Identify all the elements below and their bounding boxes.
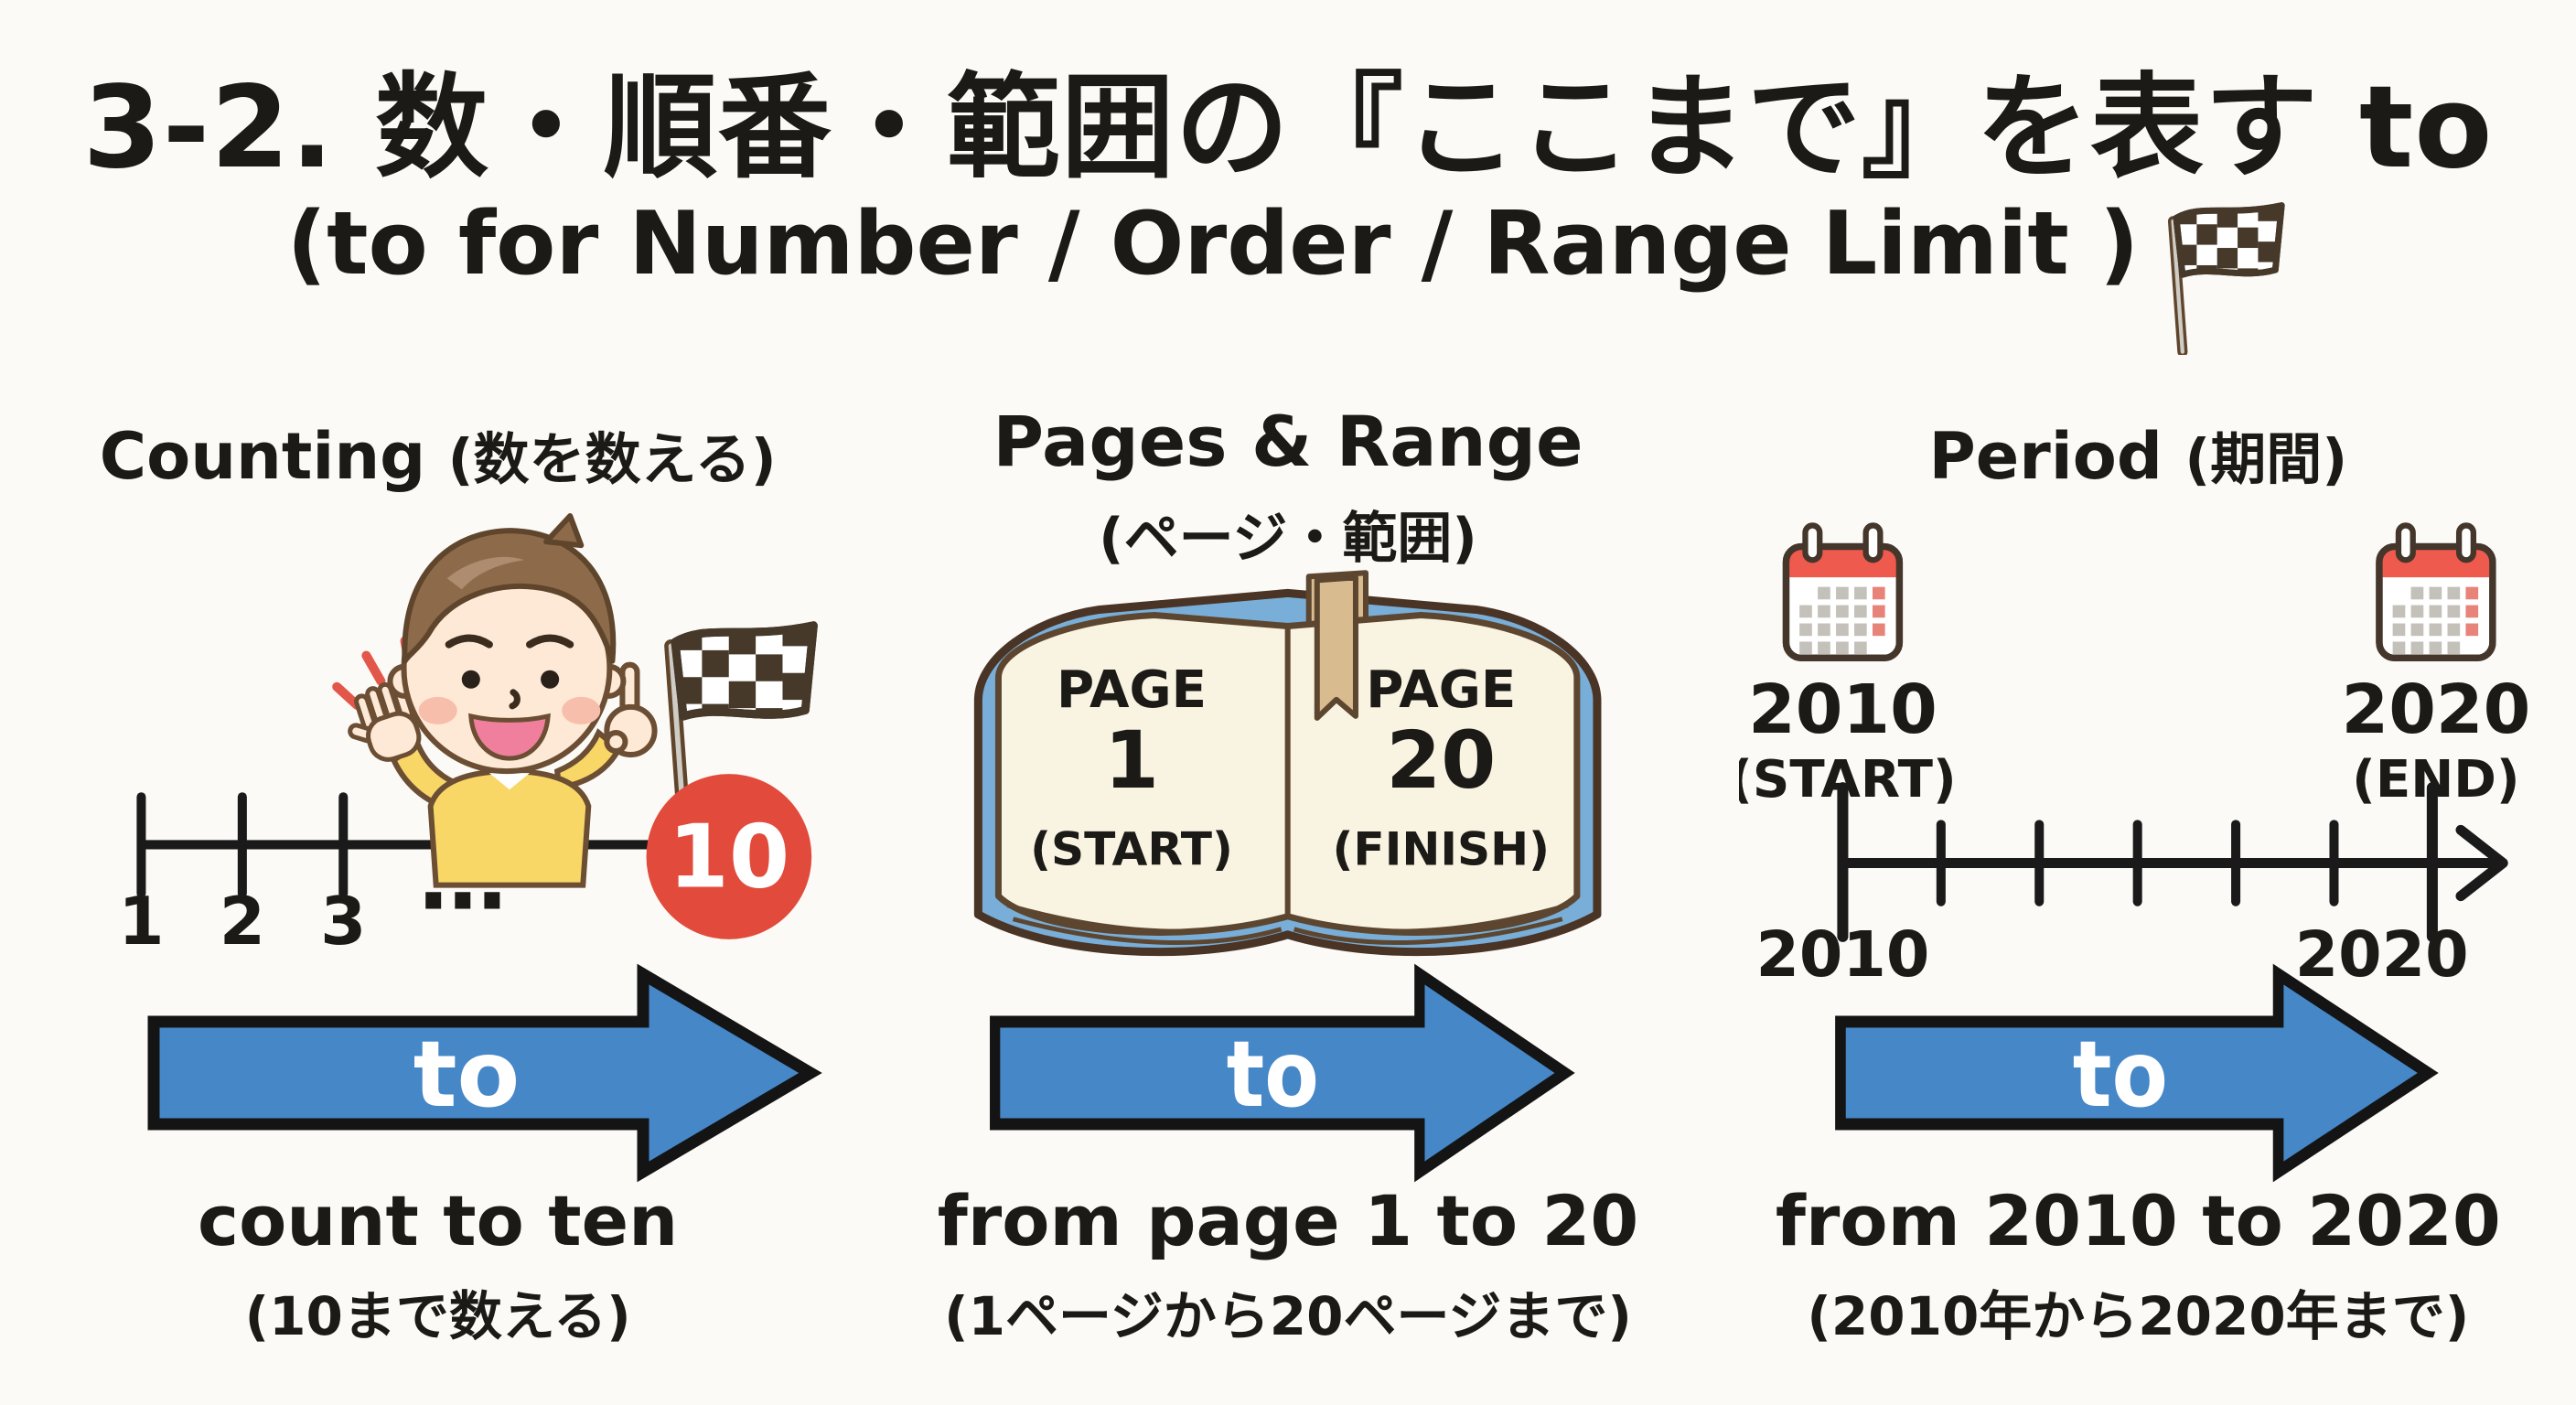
left-page-note: (START) (1030, 822, 1233, 876)
open-hand (348, 681, 422, 762)
counting-header: Counting (数を数える) (38, 413, 837, 495)
pages-header-ja: (ページ・範囲) (1099, 507, 1477, 571)
left-page-number: 1 (1104, 715, 1159, 807)
checkered-flag-icon (2153, 198, 2289, 355)
start-year: 2010 (1748, 670, 1937, 749)
timeline-end-label: 2020 (2294, 919, 2468, 981)
timeline: 2010 2020 (1755, 782, 2508, 981)
to-arrow-label: to (2072, 1022, 2167, 1128)
end-calendar-icon (2379, 525, 2493, 658)
counting-phrase-ja: (10まで数える) (244, 1285, 631, 1347)
example-columns: Counting (数を数える) 1 2 3 … (38, 401, 2538, 1376)
pages-phrase-en: from page 1 to 20 (937, 1180, 1639, 1261)
column-counting: Counting (数を数える) 1 2 3 … (38, 401, 837, 1376)
mouth (468, 713, 551, 761)
boy-waving-illustration (332, 513, 658, 888)
right-page-label: PAGE (1367, 660, 1517, 720)
counting-phrase-en: count to ten (198, 1180, 679, 1261)
to-arrow-label: to (413, 1021, 521, 1128)
number-line: 1 2 3 … (118, 792, 686, 960)
page-subtitle-row: (to for Number / Order / Range Limit ) (0, 194, 2576, 355)
counting-to-arrow: to (145, 963, 821, 1183)
open-book-illustration: PAGE 1 (START) PAGE 20 (FINISH) (888, 512, 1687, 981)
column-pages-range: Pages & Range (ページ・範囲) PAGE 1 (START) P (888, 401, 1687, 1376)
page-subtitle: (to for Number / Order / Range Limit ) (286, 194, 2140, 295)
start-calendar-icon (1786, 525, 1899, 658)
counting-header-en: Counting (99, 419, 426, 494)
pages-to-arrow: to (987, 963, 1574, 1183)
timeline-start-label: 2010 (1755, 919, 1929, 981)
right-page-note: (FINISH) (1333, 822, 1551, 876)
period-header-en: Period (1928, 419, 2163, 494)
goal-value: 10 (669, 807, 790, 908)
emphasis-mark (332, 681, 362, 710)
period-header: Period (期間) (1739, 413, 2538, 495)
period-illustration: 2010 (START) 2020 (END) 2010 (1739, 512, 2538, 981)
period-phrase-en: from 2010 to 2020 (1775, 1180, 2501, 1261)
tick-label-2: 2 (220, 884, 265, 960)
column-period: Period (期間) 2010 (START) 2020 (END) (1739, 401, 2538, 1376)
to-arrow-label: to (1227, 1022, 1319, 1128)
page-title: 3-2. 数・順番・範囲の『ここまで』を表す to (82, 62, 2494, 194)
timeline-arrowhead (2455, 824, 2508, 902)
period-header-ja: (期間) (2184, 427, 2348, 492)
tick-label-1: 1 (118, 884, 164, 960)
counting-header-ja: (数を数える) (447, 427, 777, 492)
counting-illustration: 1 2 3 … (38, 512, 837, 981)
pages-header-en: Pages & Range (993, 401, 1583, 482)
hair (402, 528, 617, 664)
goal-circle (646, 774, 812, 939)
end-year: 2020 (2341, 670, 2530, 749)
period-phrase-ja: (2010年から2020年まで) (1807, 1285, 2470, 1347)
emphasis-mark (361, 650, 386, 686)
period-to-arrow: to (1832, 963, 2438, 1183)
left-page-label: PAGE (1057, 660, 1207, 720)
tick-label-3: 3 (320, 884, 366, 960)
right-page-number: 20 (1387, 715, 1497, 807)
pages-phrase-ja: (1ページから20ページまで) (944, 1285, 1632, 1347)
